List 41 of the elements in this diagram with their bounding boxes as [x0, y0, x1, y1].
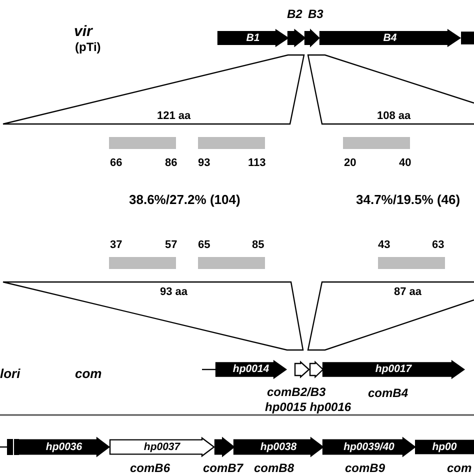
residue-number: 40: [399, 158, 412, 169]
length-label: 93 aa: [160, 287, 188, 298]
gene-name: hp0017: [375, 364, 412, 375]
residue-number: 37: [110, 240, 122, 251]
length-label: 108 aa: [377, 111, 411, 122]
gene-label: comB9: [345, 462, 386, 474]
residue-number: 113: [248, 158, 266, 169]
plasmid-name: (pTi): [75, 41, 101, 53]
gene-label: comB8: [254, 462, 294, 474]
gene-name: hp0038: [260, 442, 297, 452]
locus-name: vir: [74, 24, 92, 39]
gene-name: hp00: [432, 442, 457, 452]
gene-name: hp0039/40: [344, 442, 394, 452]
identity-label: 34.7%/19.5% (46): [356, 193, 460, 206]
residue-number: 20: [344, 158, 356, 169]
residue-number: 85: [252, 240, 264, 251]
gene-label: comB6: [130, 462, 170, 474]
identity-label: 38.6%/27.2% (104): [129, 193, 240, 206]
gene-label: com: [447, 462, 472, 474]
gene-label: B3: [308, 8, 324, 20]
gene-label: B2: [287, 8, 302, 20]
gene-name: hp0037: [144, 442, 180, 452]
residue-number: 93: [198, 158, 210, 169]
gene-name: hp0014: [232, 364, 270, 375]
gene-label: comB2/B3: [267, 386, 326, 398]
residue-number: 63: [432, 240, 444, 251]
length-label: 121 aa: [157, 111, 191, 122]
residue-number: 65: [198, 240, 210, 251]
gene-label: comB7: [203, 462, 244, 474]
species-name: lori: [0, 367, 20, 380]
residue-number: 57: [165, 240, 178, 251]
gene-name: B4: [383, 32, 397, 44]
gene-label: comB4: [368, 387, 408, 399]
residue-number: 66: [110, 158, 122, 169]
gene-name: hp0036: [46, 442, 82, 452]
locus-name: com: [75, 367, 102, 380]
gene-name: B1: [246, 32, 260, 44]
length-label: 87 aa: [394, 287, 422, 298]
residue-number: 86: [165, 158, 178, 169]
gene-label: hp0015 hp0016: [265, 401, 352, 413]
residue-number: 43: [378, 240, 390, 251]
